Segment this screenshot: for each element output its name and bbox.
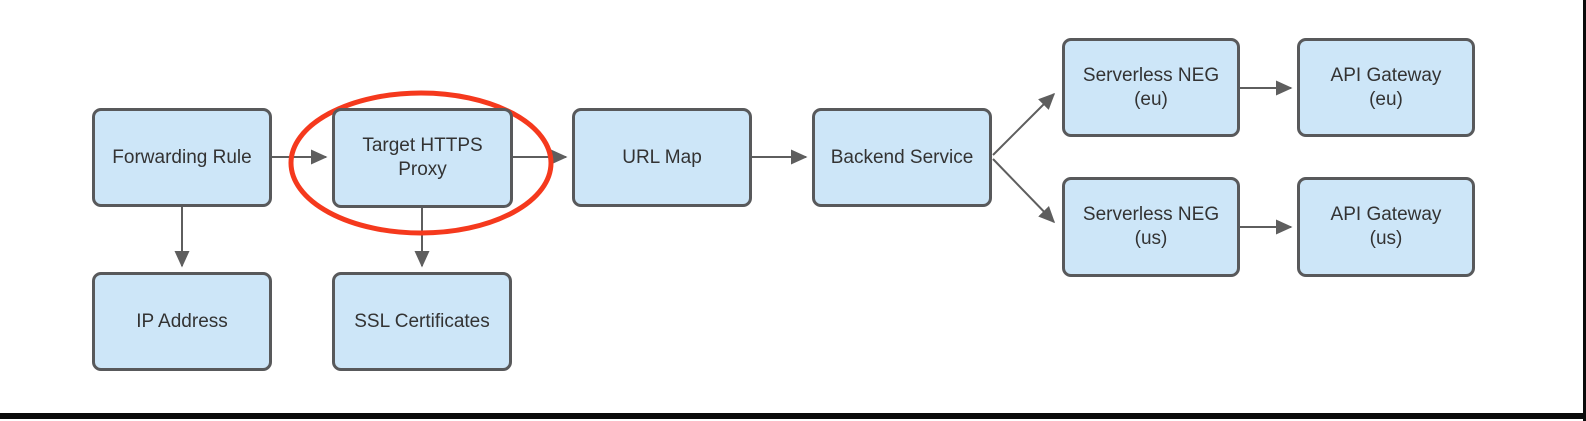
highlight-ellipse	[288, 90, 554, 236]
node-ssl-certificates: SSL Certificates	[332, 272, 512, 371]
node-backend-service: Backend Service	[812, 108, 992, 207]
node-serverless-neg-us: Serverless NEG (us)	[1062, 177, 1240, 277]
edge-backend-service-to-serverless-neg-eu	[992, 92, 1056, 156]
edge-backend-service-to-serverless-neg-us	[992, 158, 1056, 224]
node-target-https-proxy: Target HTTPS Proxy	[332, 108, 513, 208]
frame-right-line	[1583, 0, 1586, 421]
node-ip-address: IP Address	[92, 272, 272, 371]
node-api-gateway-us: API Gateway (us)	[1297, 177, 1475, 277]
node-serverless-neg-eu: Serverless NEG (eu)	[1062, 38, 1240, 137]
frame-bottom-line	[0, 413, 1586, 419]
node-api-gateway-eu: API Gateway (eu)	[1297, 38, 1475, 137]
node-url-map: URL Map	[572, 108, 752, 207]
node-forwarding-rule: Forwarding Rule	[92, 108, 272, 207]
